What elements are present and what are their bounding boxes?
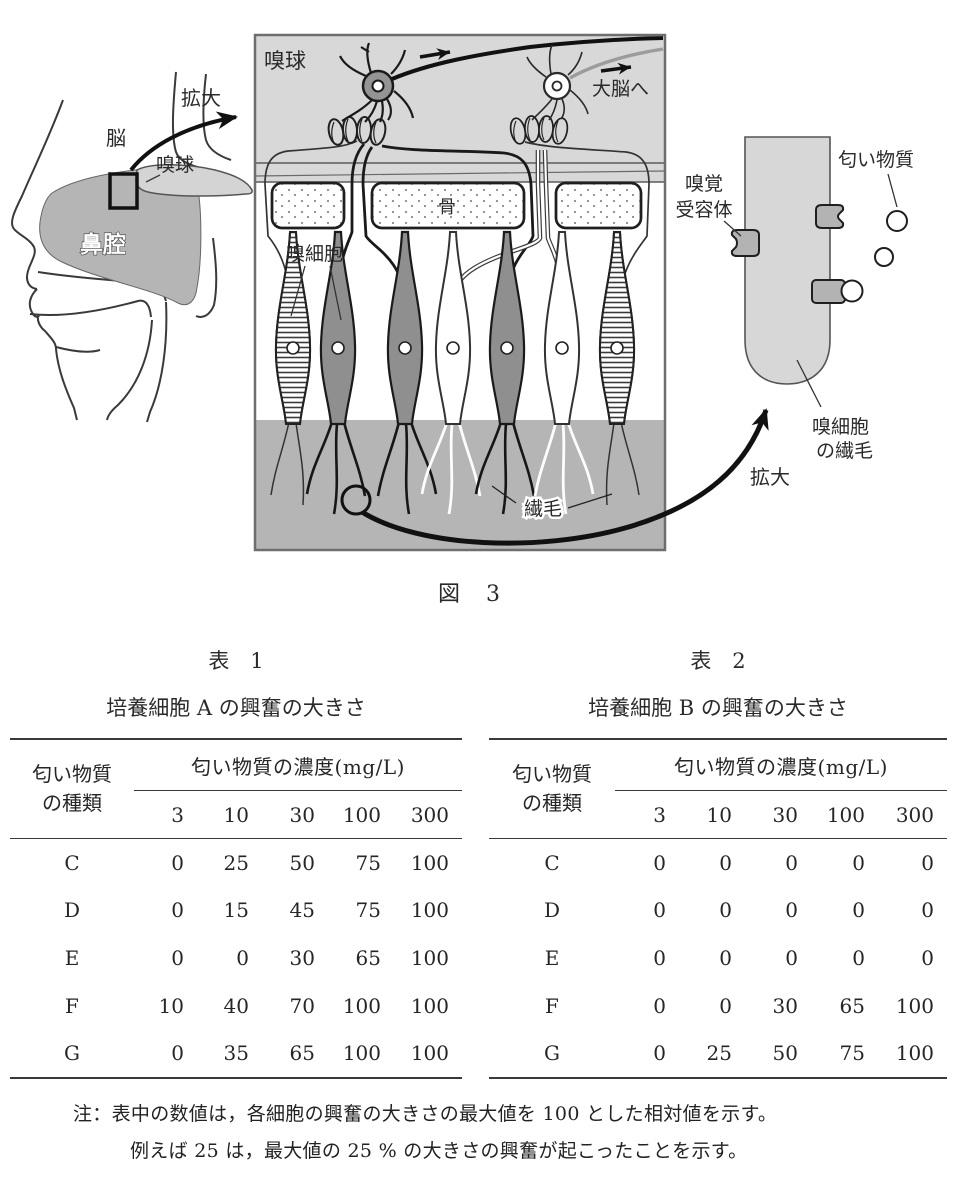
cilium-magnify-arrow	[360, 408, 769, 546]
olfactory-bulb-diagram: 嗅球 大脳へ 骨 嗅細胞 繊毛	[253, 33, 769, 552]
table-2-label: 表 2	[690, 649, 746, 673]
glomerulus-right	[509, 115, 569, 145]
receptor-right-bottom	[811, 279, 846, 304]
figure-caption: 図 3	[438, 582, 502, 607]
odorant-molecule	[886, 210, 908, 232]
row-header: 匂い物質 の種類	[489, 739, 615, 839]
bulb-pointer-line	[145, 174, 161, 183]
receptor-pointer	[723, 220, 742, 237]
magnify-arrow	[129, 111, 238, 172]
signal-direction-arrow	[419, 48, 451, 61]
mitral-axon-gray	[569, 47, 664, 80]
conc-header: 3	[134, 790, 197, 839]
olfactory-cells	[274, 230, 636, 426]
table-1-label: 表 1	[208, 649, 264, 673]
zoom-region-box	[108, 172, 139, 210]
olfaction-figure-svg: 拡大 脳 嗅球 鼻腔	[11, 33, 914, 552]
to-cerebrum-label: 大脳へ	[592, 78, 649, 100]
table-note: 注：表中の数値は，各細胞の興奮の大きさの最大値を 100 とした相対値を示す。 …	[73, 1096, 903, 1170]
bone-label: 骨	[438, 197, 456, 218]
conc-header: 3	[615, 790, 679, 839]
note-line-1: 注：表中の数値は，各細胞の興奮の大きさの最大値を 100 とした相対値を示す。	[73, 1103, 778, 1125]
receptor-left	[730, 229, 760, 257]
conc-header: 30	[262, 790, 328, 839]
cilium-membrane	[744, 136, 831, 385]
cilia-pointer-2	[567, 493, 613, 509]
signal-direction-arrow	[600, 62, 632, 75]
diagram-border	[253, 33, 667, 552]
table-row: F 10 40 70 100 100	[65, 993, 449, 1018]
note-line-2: 例えば 25 は，最大値の 25 % の大きさの興奮が起こったことを示す。	[130, 1140, 748, 1162]
cilium-label-line2: の繊毛	[816, 440, 873, 462]
column-group-header: 匂い物質の濃度(mg/L)	[615, 739, 947, 791]
cilium-pointer	[796, 359, 822, 408]
column-group-header: 匂い物質の濃度(mg/L)	[134, 739, 462, 791]
mitral-axon-dark	[391, 36, 664, 81]
concentration-header-row: 3 10 30 100 300	[10, 790, 462, 839]
figure-3-illustration: 拡大 脳 嗅球 鼻腔	[0, 0, 958, 575]
table-row: G 0 35 65 100 100	[64, 1041, 449, 1066]
table-row: E 0 0 0 0 0	[544, 945, 934, 970]
mitral-cell-dark	[339, 36, 664, 123]
cilia-pointer-1	[491, 485, 517, 504]
odorant-molecule	[874, 247, 894, 267]
conc-header: 30	[745, 790, 811, 839]
table-row: D 0 15 45 75 100	[63, 898, 449, 923]
bone-layer	[270, 181, 643, 230]
brain-label: 脳	[106, 126, 126, 150]
cilium-label-line1: 嗅細胞	[812, 416, 869, 438]
conc-header: 10	[197, 790, 262, 839]
table-2-title: 培養細胞 B の興奮の大きさ	[588, 696, 848, 720]
nasal-cavity-label: 鼻腔	[80, 231, 126, 258]
conc-header: 100	[811, 790, 878, 839]
cilia-label: 繊毛	[524, 498, 562, 520]
receptor-label-line1: 嗅覚	[685, 173, 723, 195]
olfactory-cell-pointer-2	[329, 265, 342, 321]
table-row: G 0 25 50 75 100	[544, 1041, 934, 1066]
table-row: F 0 0 30 65 100	[545, 993, 934, 1018]
receptor-label-line2: 受容体	[675, 199, 732, 221]
magnify-label: 拡大	[181, 86, 221, 110]
odorant-label: 匂い物質	[838, 149, 914, 171]
olfactory-cell-label: 嗅細胞	[286, 243, 343, 265]
table-row: C 0 25 50 75 100	[64, 850, 449, 875]
odorant-molecule-bound	[840, 279, 864, 303]
odorant-pointer	[887, 173, 898, 208]
table-1: 匂い物質 の種類 匂い物質の濃度(mg/L) 3 10 30 100 300 C…	[10, 738, 462, 1079]
bulb-region-label: 嗅球	[264, 49, 306, 73]
conc-header: 300	[878, 790, 947, 839]
glomerulus-left	[327, 116, 387, 146]
conc-header: 10	[679, 790, 745, 839]
row-header: 匂い物質 の種類	[10, 739, 134, 839]
cilium-enlarged-diagram: 嗅覚 受容体 匂い物質 嗅細胞 の繊毛 拡大	[675, 136, 914, 489]
conc-header: 100	[328, 790, 394, 839]
olfactory-bulb-label: 嗅球	[156, 154, 194, 176]
table-1-title: 培養細胞 A の興奮の大きさ	[106, 696, 366, 720]
table-row: E 0 0 30 65 100	[64, 945, 449, 970]
head-sagittal-diagram: 拡大 脳 嗅球 鼻腔	[11, 71, 253, 423]
olfactory-bulb-shape	[135, 164, 253, 197]
concentration-header-row: 3 10 30 100 300	[489, 790, 947, 839]
cilium-zoom-circle	[340, 484, 372, 516]
receptor-right-top	[815, 204, 845, 229]
table-row: D 0 0 0 0 0	[543, 898, 934, 923]
conc-header: 300	[394, 790, 462, 839]
table-row: C 0 0 0 0 0	[544, 850, 934, 875]
table-2: 匂い物質 の種類 匂い物質の濃度(mg/L) 3 10 30 100 300 C…	[489, 738, 947, 1079]
magnify-label-2: 拡大	[750, 465, 790, 489]
olfactory-cell-pointer-1	[290, 265, 306, 317]
mitral-cell-white	[526, 44, 664, 121]
mucus-region	[256, 420, 664, 549]
